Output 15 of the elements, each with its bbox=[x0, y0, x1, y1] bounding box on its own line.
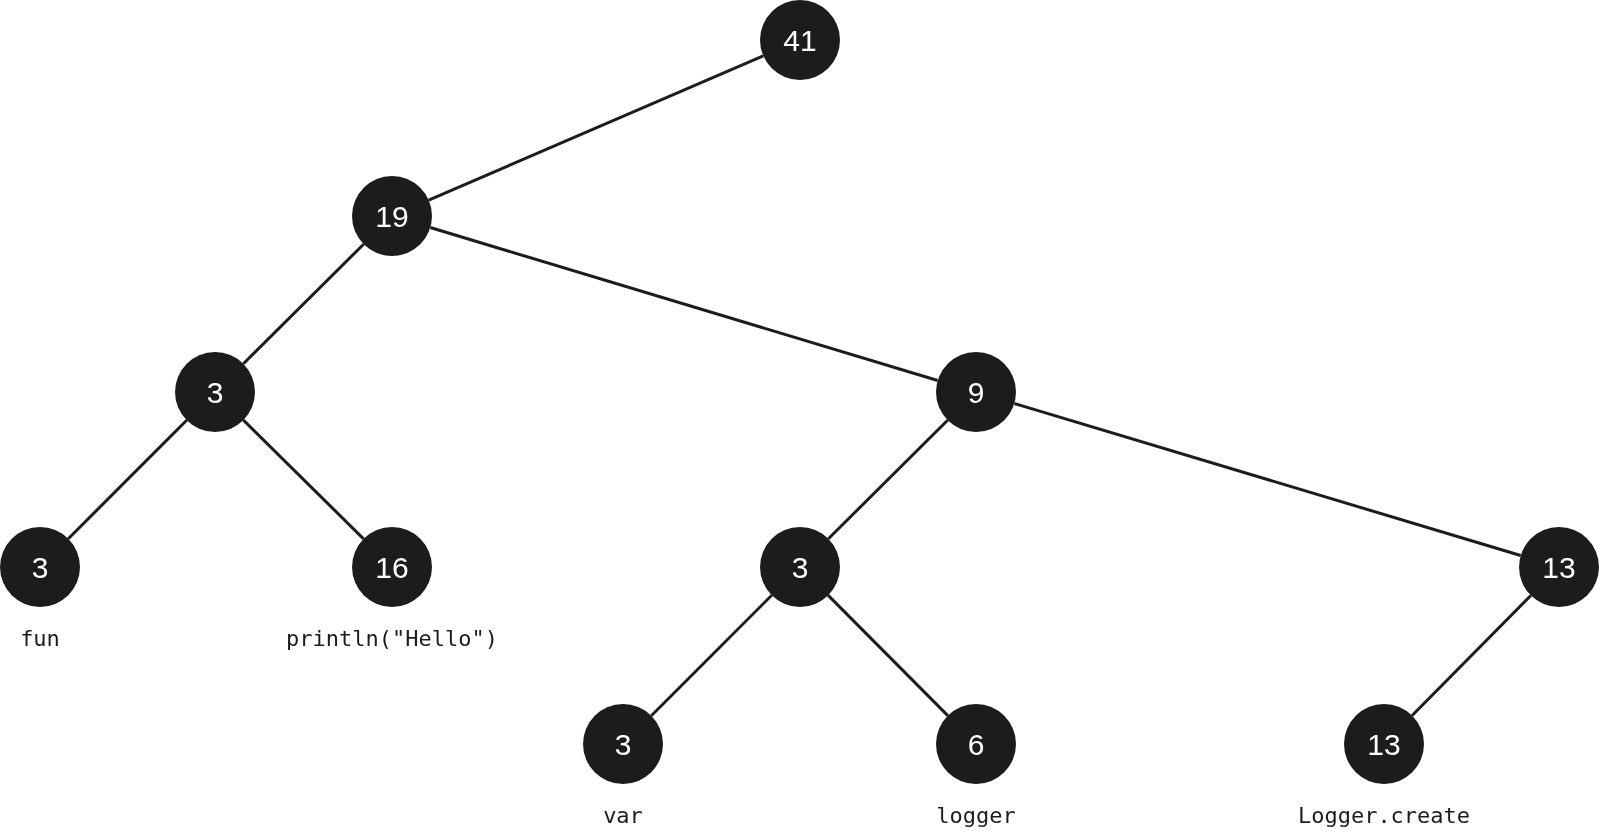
tree-edge bbox=[428, 54, 764, 202]
tree-edge bbox=[650, 594, 773, 717]
tree-edge bbox=[67, 419, 188, 540]
tree-edge bbox=[827, 419, 949, 540]
code-token-label: fun bbox=[20, 628, 60, 650]
tree-edge bbox=[1411, 594, 1532, 717]
code-token-label: Logger.create bbox=[1297, 805, 1471, 827]
tree-edge bbox=[242, 243, 365, 365]
tree-edge bbox=[242, 419, 365, 540]
code-token-label: logger bbox=[936, 805, 1016, 827]
tree-edge bbox=[827, 594, 949, 717]
code-token-label: var bbox=[603, 805, 643, 827]
code-token-label: println("Hello") bbox=[286, 628, 498, 650]
tree-edge bbox=[429, 226, 939, 382]
tree-edge bbox=[1013, 402, 1522, 557]
